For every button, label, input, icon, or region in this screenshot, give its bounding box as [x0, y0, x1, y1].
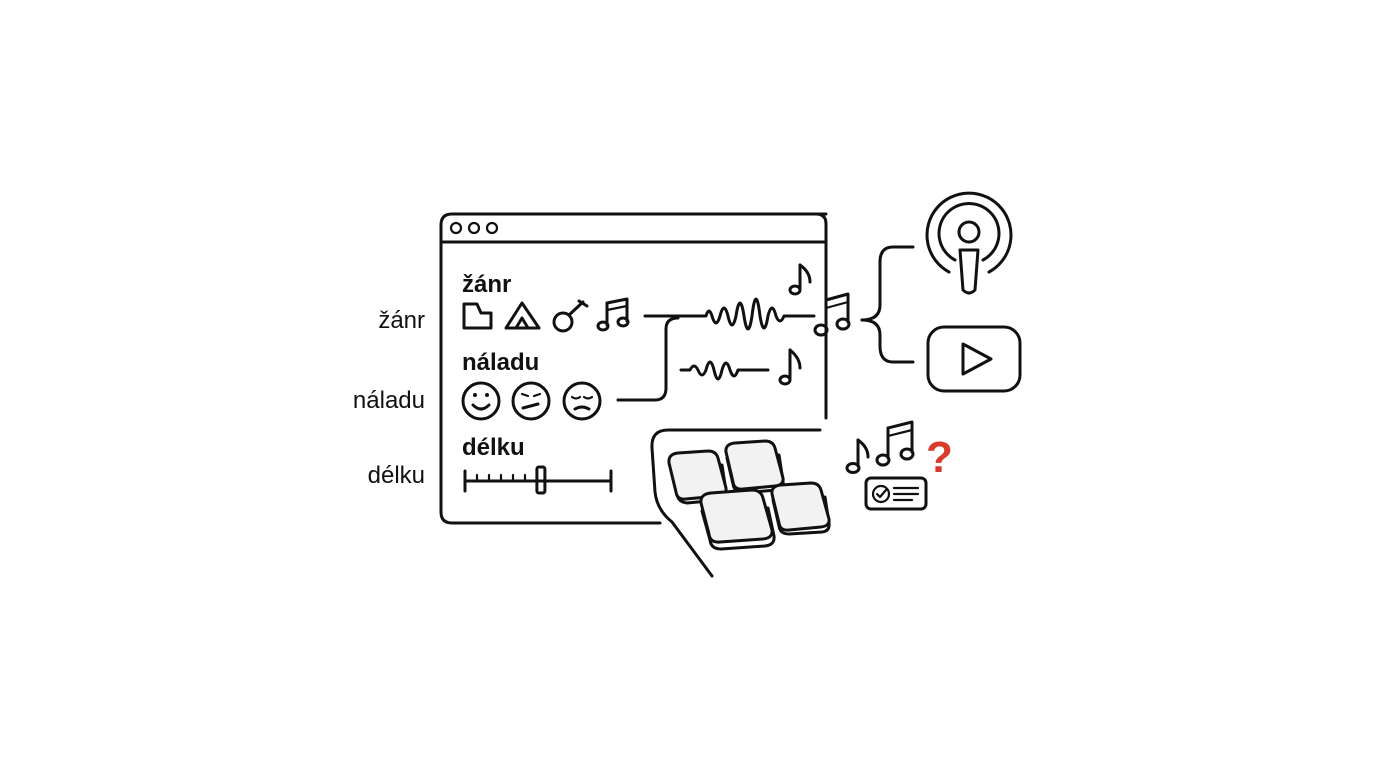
folder-icon[interactable] [462, 302, 493, 330]
single-note-icon [778, 348, 802, 386]
single-note-icon [845, 438, 870, 474]
double-note-icon [875, 420, 915, 467]
key-button[interactable] [770, 481, 831, 536]
window-frame-left-bottom [439, 212, 828, 525]
bracket-to-podcast [860, 245, 915, 322]
side-label-genre: žánr [378, 307, 425, 334]
length-heading: délku [462, 434, 525, 461]
window-dot-icon [467, 221, 481, 235]
keyboard-tray [650, 428, 822, 578]
length-slider[interactable] [463, 465, 613, 495]
window-dot-icon [485, 221, 499, 235]
side-label-mood: náladu [353, 387, 425, 414]
smiley-meh-icon[interactable] [511, 381, 551, 421]
single-note-icon [788, 263, 812, 296]
key-button[interactable] [724, 439, 785, 495]
music-note-icon[interactable] [596, 297, 630, 332]
verified-card-icon [864, 476, 928, 511]
video-play-icon[interactable] [926, 325, 1022, 393]
smiley-happy-icon[interactable] [461, 381, 501, 421]
smiley-sad-icon[interactable] [562, 381, 602, 421]
mood-waveform [679, 360, 770, 381]
window-dot-icon [449, 221, 463, 235]
bracket-to-video [860, 318, 915, 364]
double-note-icon [813, 292, 851, 337]
slider-thumb[interactable] [535, 465, 547, 495]
podcast-icon[interactable] [925, 191, 1013, 295]
mood-heading: náladu [462, 349, 539, 376]
app-window [439, 212, 828, 525]
question-mark-icon: ? [926, 433, 953, 482]
key-button[interactable] [699, 488, 776, 551]
mood-connector-line [616, 316, 680, 402]
genre-heading: žánr [462, 271, 511, 298]
guitar-icon[interactable] [552, 299, 589, 333]
window-frame-top-right [450, 212, 828, 420]
side-label-length: délku [368, 462, 425, 489]
tent-icon[interactable] [504, 301, 541, 330]
genre-waveform [696, 297, 816, 331]
